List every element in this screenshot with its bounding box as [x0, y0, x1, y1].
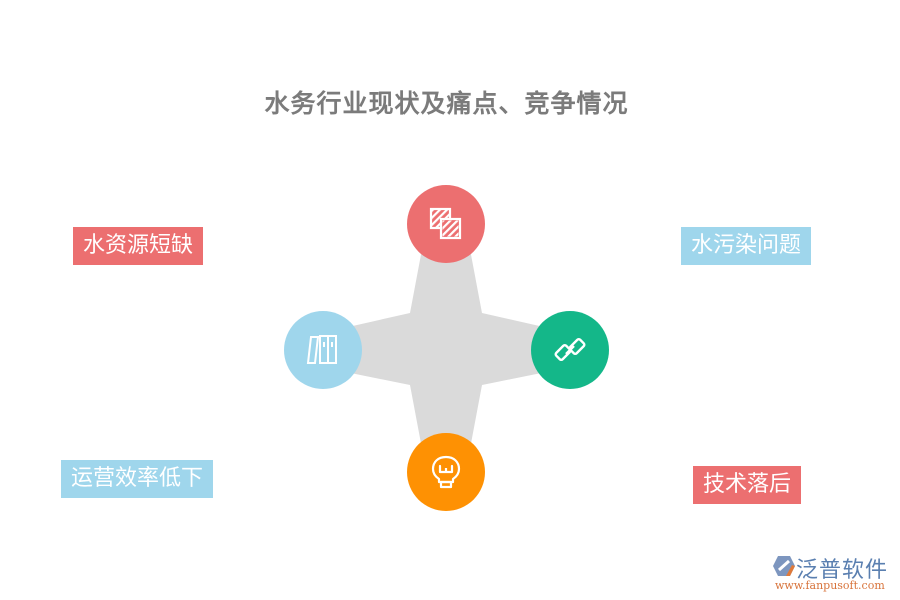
- logo-mark-icon: [772, 555, 796, 581]
- overlapping-squares-icon: [428, 206, 464, 242]
- brand-logo: 泛普软件 www.fanpusoft.com: [768, 552, 893, 594]
- logo-url: www.fanpusoft.com: [775, 579, 885, 592]
- books-icon: [306, 333, 340, 367]
- label-water-pollution: 水污染问题: [681, 227, 812, 265]
- lightbulb-icon: [429, 454, 463, 490]
- label-water-shortage: 水资源短缺: [73, 227, 204, 265]
- label-low-efficiency: 运营效率低下: [61, 460, 214, 498]
- node-left: [284, 311, 362, 389]
- chain-link-icon: [552, 332, 588, 368]
- logo-name: 泛普软件: [796, 558, 889, 583]
- node-bottom: [407, 433, 485, 511]
- label-outdated-technology: 技术落后: [693, 466, 802, 504]
- node-right: [531, 311, 609, 389]
- node-top: [407, 185, 485, 263]
- diagram-title: 水务行业现状及痛点、竞争情况: [264, 89, 629, 118]
